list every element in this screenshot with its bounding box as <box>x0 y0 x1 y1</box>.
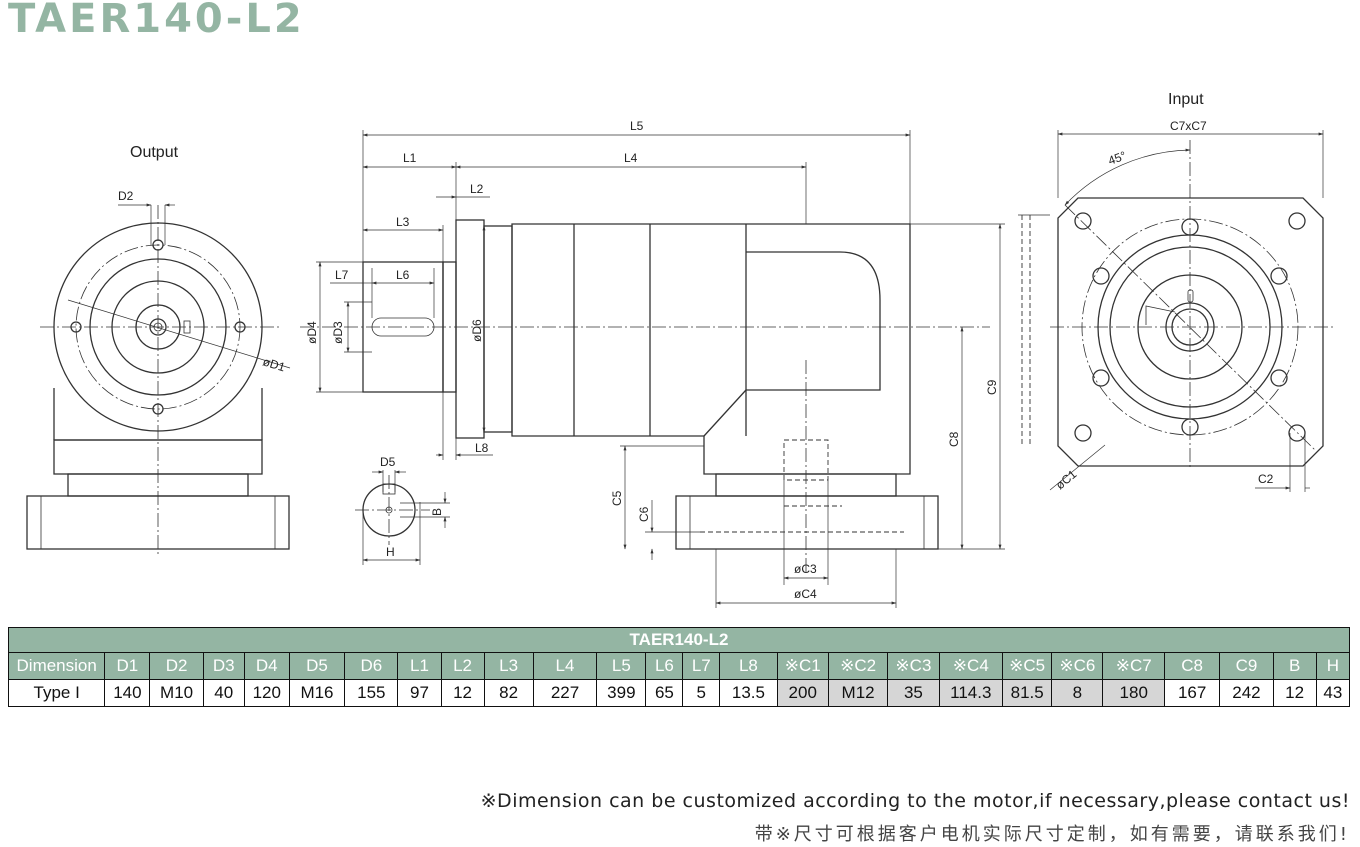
dim-label-L5: L5 <box>630 119 644 133</box>
table-cell: 227 <box>532 679 598 707</box>
table-cell: 5 <box>682 679 721 707</box>
dim-label-C1: øC1 <box>1053 467 1080 493</box>
product-title: TAER140-L2 <box>8 0 305 42</box>
table-header: D1 <box>104 652 151 680</box>
technical-drawing: Output D2 øD1 <box>26 91 1335 608</box>
output-view: Output D2 øD1 <box>26 144 291 555</box>
table-header: ※C5 <box>1002 652 1053 680</box>
dim-label-D5: D5 <box>380 455 396 469</box>
table-cell-customizable: 180 <box>1102 679 1165 707</box>
table-cell: 82 <box>483 679 534 707</box>
table-header: L4 <box>532 652 598 680</box>
dim-label-D4: øD4 <box>305 321 319 344</box>
table-header: D6 <box>344 652 399 680</box>
dim-label-C6: C6 <box>637 506 651 522</box>
dim-label-C4: øC4 <box>794 587 817 601</box>
dim-label-H: H <box>386 545 395 559</box>
table-cell: 97 <box>397 679 442 707</box>
table-cell: 65 <box>645 679 684 707</box>
dim-label-L8: L8 <box>475 441 489 455</box>
table-header: ※C4 <box>938 652 1004 680</box>
table-header: L5 <box>596 652 647 680</box>
dim-label-C9: C9 <box>985 379 999 395</box>
table-cell: M16 <box>288 679 346 707</box>
table-header: D4 <box>243 652 290 680</box>
dim-label-L2: L2 <box>470 182 484 196</box>
table-cell: 167 <box>1163 679 1221 707</box>
table-cell-customizable: 114.3 <box>938 679 1004 707</box>
table-header: Dimension <box>7 652 106 680</box>
table-cell: 12 <box>440 679 485 707</box>
table-header: B <box>1272 652 1317 680</box>
dim-label-C7: C7xC7 <box>1170 119 1207 133</box>
table-header: H <box>1315 652 1351 680</box>
shaft-section-view: D5 B H <box>355 455 450 565</box>
dim-label-B: B <box>430 508 444 516</box>
specification-table: TAER140-L2 Dimension D1 D2 D3 D4 D5 D6 L… <box>7 627 1351 707</box>
table-header: ※C3 <box>887 652 940 680</box>
table-header: L3 <box>483 652 534 680</box>
dim-label-C5: C5 <box>610 490 624 506</box>
table-header: D2 <box>149 652 204 680</box>
table-cell-customizable: 200 <box>776 679 829 707</box>
dim-label-D3: øD3 <box>331 321 345 344</box>
dim-label-L1: L1 <box>403 151 417 165</box>
table-header: L8 <box>719 652 778 680</box>
input-view-label: Input <box>1168 91 1204 108</box>
table-header: ※C6 <box>1051 652 1104 680</box>
table-header: C9 <box>1219 652 1274 680</box>
customization-note-en: ※Dimension can be customized according t… <box>480 790 1350 812</box>
table-cell: 43 <box>1315 679 1351 707</box>
table-cell: 12 <box>1272 679 1317 707</box>
input-view: Input C7xC7 45° øC1 <box>1018 91 1335 492</box>
table-header: ※C7 <box>1102 652 1165 680</box>
dim-label-L3: L3 <box>396 215 410 229</box>
table-header: L6 <box>645 652 684 680</box>
table-header: L7 <box>682 652 721 680</box>
table-cell-customizable: M12 <box>827 679 889 707</box>
table-header-row: Dimension D1 D2 D3 D4 D5 D6 L1 L2 L3 L4 … <box>7 652 1351 680</box>
table-header: C8 <box>1163 652 1221 680</box>
table-row: Type I 140 M10 40 120 M16 155 97 12 82 2… <box>7 679 1351 707</box>
table-title: TAER140-L2 <box>8 627 1350 653</box>
table-cell: 399 <box>596 679 647 707</box>
table-header: D3 <box>202 652 245 680</box>
table-header: L2 <box>440 652 485 680</box>
table-header: L1 <box>397 652 442 680</box>
table-cell-customizable: 8 <box>1051 679 1104 707</box>
dim-label-D6: øD6 <box>470 319 484 342</box>
customization-note-cn: 带※尺寸可根据客户电机实际尺寸定制，如有需要，请联系我们! <box>754 824 1350 845</box>
dim-label-C2: C2 <box>1258 472 1274 486</box>
table-cell: 155 <box>344 679 399 707</box>
dim-label-angle: 45° <box>1106 148 1128 167</box>
table-cell: Type I <box>7 679 106 707</box>
output-view-label: Output <box>130 144 179 161</box>
table-header: ※C2 <box>827 652 889 680</box>
side-view: L5 L1 L4 L2 L3 L7 L6 øD4 øD3 øD6 <box>300 119 1005 608</box>
dim-label-L6: L6 <box>396 268 410 282</box>
dim-label-D1: øD1 <box>261 354 287 374</box>
dim-label-L7: L7 <box>335 268 349 282</box>
table-cell-customizable: 35 <box>887 679 940 707</box>
table-header: D5 <box>288 652 346 680</box>
table-cell-customizable: 81.5 <box>1002 679 1053 707</box>
table-cell: 242 <box>1219 679 1274 707</box>
table-cell: M10 <box>149 679 204 707</box>
table-header: ※C1 <box>776 652 829 680</box>
dim-label-D2: D2 <box>118 189 134 203</box>
table-cell: 120 <box>243 679 290 707</box>
table-cell: 140 <box>104 679 151 707</box>
dim-label-C8: C8 <box>947 431 961 447</box>
table-cell: 40 <box>202 679 245 707</box>
dim-label-L4: L4 <box>624 151 638 165</box>
table-cell: 13.5 <box>719 679 778 707</box>
dim-label-C3: øC3 <box>794 562 817 576</box>
